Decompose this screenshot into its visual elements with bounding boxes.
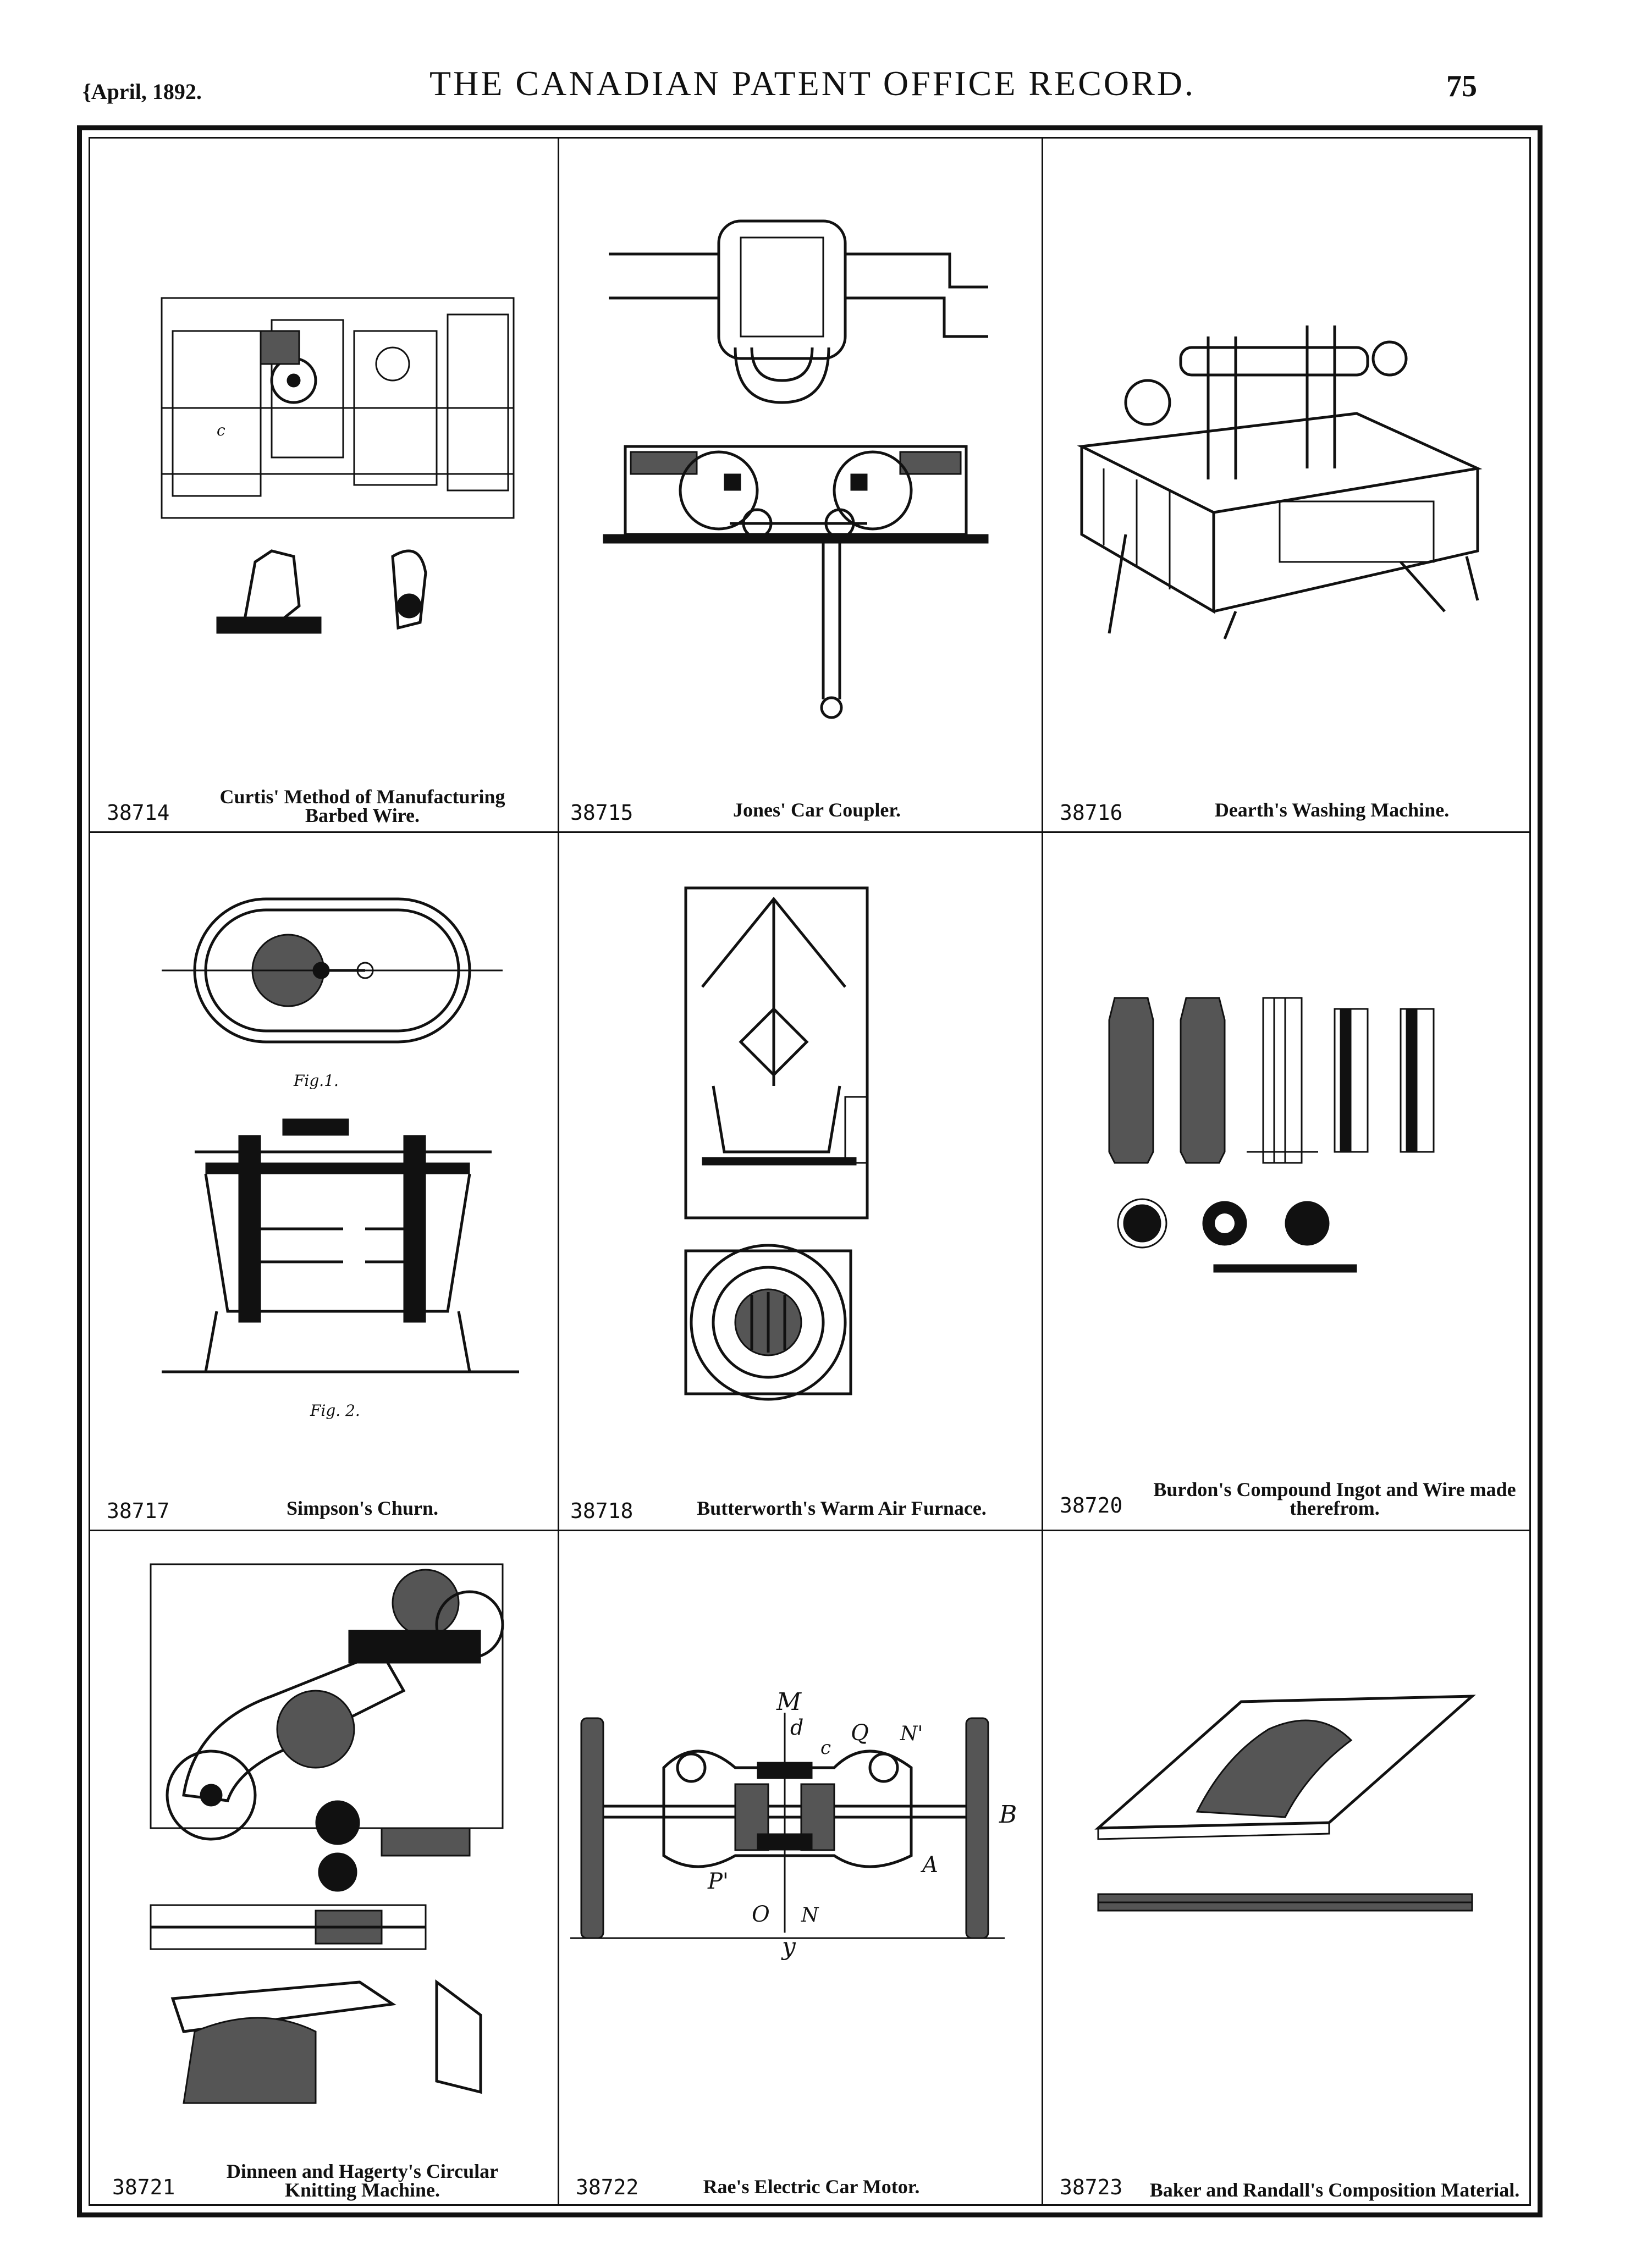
barbed-wire-machine-drawing: c <box>161 297 515 634</box>
label-a: A <box>920 1852 938 1878</box>
label-n1: N' <box>900 1723 923 1745</box>
label-y: y <box>781 1933 796 1961</box>
patent-title: Dearth's Washing Machine. <box>1214 799 1450 821</box>
label-n: N <box>801 1904 819 1927</box>
patent-number: 38717 <box>107 1499 170 1523</box>
car-coupler-drawing <box>603 219 989 719</box>
patent-caption-38714: 38714 Curtis' Method of Manufacturing Ba… <box>90 781 558 825</box>
washing-machine-drawing <box>1077 325 1483 639</box>
figure-label: Fig. 2. <box>310 1401 360 1420</box>
patent-title: Burdon's Compound Ingot and Wire made th… <box>1153 1478 1516 1519</box>
column-divider-1 <box>558 139 559 2206</box>
churn-drawing: Fig.1. Fig. 2. <box>162 897 519 1420</box>
svg-text:c: c <box>217 421 225 439</box>
plate-frame: c 38714 Curtis' Method of Manufacturing … <box>77 125 1543 2217</box>
label-q: Q <box>851 1720 869 1746</box>
patent-number: 38720 <box>1060 1493 1123 1517</box>
plate-inner-border: c 38714 Curtis' Method of Manufacturing … <box>89 137 1531 2206</box>
patent-cell-38723: 38723 Baker and Randall's Composition Ma… <box>1043 1531 1533 2206</box>
patent-caption-38717: 38717 Simpson's Churn. <box>90 1479 558 1523</box>
patent-caption-38716: 38716 Dearth's Washing Machine. <box>1043 781 1533 825</box>
patent-title: Simpson's Churn. <box>286 1497 439 1519</box>
patent-caption-38720: 38720 Burdon's Compound Ingot and Wire m… <box>1043 1474 1533 1519</box>
patent-cell-38716: 38716 Dearth's Washing Machine. <box>1043 139 1533 831</box>
label-b: B <box>999 1801 1017 1829</box>
label-c: c <box>820 1737 831 1759</box>
label-m: M <box>776 1688 802 1716</box>
row-divider-2 <box>90 1530 1529 1531</box>
patent-caption-38722: 38722 Rae's Electric Car Motor. <box>559 2155 1042 2199</box>
label-o: O <box>752 1902 770 1927</box>
patent-number: 38718 <box>570 1499 634 1523</box>
label-p: P' <box>707 1869 729 1894</box>
circular-knitting-machine-drawing <box>150 1563 504 2104</box>
warm-air-furnace-drawing <box>684 886 869 1401</box>
patent-caption-38718: 38718 Butterworth's Warm Air Furnace. <box>559 1479 1042 1523</box>
row-divider-1 <box>90 831 1529 833</box>
patent-number: 38716 <box>1060 801 1123 825</box>
patent-cell-38720: 38720 Burdon's Compound Ingot and Wire m… <box>1043 833 1533 1530</box>
figure-label: Fig.1. <box>293 1072 339 1090</box>
patent-caption-38721: 38721 Dinneen and Hagerty's Circular Kni… <box>90 2155 558 2201</box>
patent-number: 38723 <box>1060 2175 1123 2199</box>
patent-cell-38714: c 38714 Curtis' Method of Manufacturing … <box>90 139 558 831</box>
patent-title: Curtis' Method of Manufacturing Barbed W… <box>219 786 505 826</box>
patent-title: Baker and Randall's Composition Material… <box>1149 2179 1520 2201</box>
patent-number: 38722 <box>576 2175 639 2199</box>
patent-cell-38721: 38721 Dinneen and Hagerty's Circular Kni… <box>90 1531 558 2206</box>
patent-cell-38715: 38715 Jones' Car Coupler. <box>559 139 1042 831</box>
patent-title: Butterworth's Warm Air Furnace. <box>697 1497 987 1519</box>
patent-title: Dinneen and Hagerty's Circular Knitting … <box>226 2160 499 2201</box>
patent-number: 38721 <box>112 2175 175 2199</box>
electric-car-motor-drawing: M B A y O N P' Q N' c d <box>570 1688 1017 1961</box>
patent-title: Jones' Car Coupler. <box>732 799 901 821</box>
patent-number: 38714 <box>107 801 170 825</box>
patent-cell-38718: 38718 Butterworth's Warm Air Furnace. <box>559 833 1042 1530</box>
publication-title: THE CANADIAN PATENT OFFICE RECORD. <box>429 64 1196 103</box>
page-header: {April, 1892. THE CANADIAN PATENT OFFICE… <box>0 63 1625 113</box>
patent-caption-38715: 38715 Jones' Car Coupler. <box>559 781 1042 825</box>
issue-date: {April, 1892. <box>82 79 202 104</box>
composition-material-drawing <box>1094 1695 1476 1912</box>
patent-title: Rae's Electric Car Motor. <box>703 2176 920 2198</box>
page-number: 75 <box>1446 69 1477 103</box>
patent-cell-38717: Fig.1. Fig. 2. 38717 Simpson's Churn. <box>90 833 558 1530</box>
label-d: d <box>790 1715 803 1740</box>
compound-ingot-drawing <box>1108 997 1435 1273</box>
column-divider-2 <box>1042 139 1043 2206</box>
patent-number: 38715 <box>570 801 634 825</box>
patent-cell-38722: M B A y O N P' Q N' c d 38722 Rae's Elec… <box>559 1531 1042 2206</box>
patent-caption-38723: 38723 Baker and Randall's Composition Ma… <box>1043 2155 1533 2201</box>
